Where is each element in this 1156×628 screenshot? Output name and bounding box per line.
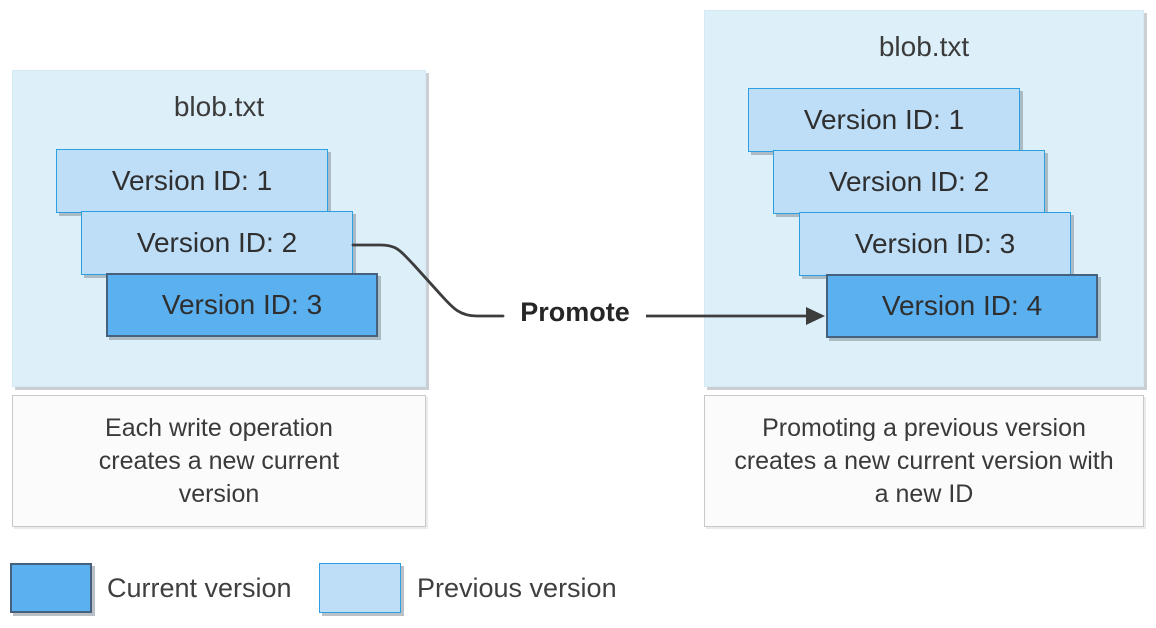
version-card-previous: Version ID: 1 bbox=[748, 88, 1020, 152]
version-card-previous: Version ID: 1 bbox=[56, 149, 328, 213]
blob-title: blob.txt bbox=[878, 31, 970, 62]
blob-panel-after-promote: blob.txt Version ID: 1 Version ID: 2 Ver… bbox=[704, 10, 1144, 387]
version-card-label: Version ID: 3 bbox=[854, 228, 1016, 259]
blob-title: blob.txt bbox=[173, 91, 265, 122]
version-card-previous: Version ID: 3 bbox=[799, 212, 1071, 276]
version-card-label: Version ID: 2 bbox=[136, 227, 298, 258]
version-card-previous: Version ID: 2 bbox=[81, 211, 353, 275]
version-card-label: Version ID: 3 bbox=[161, 289, 323, 320]
left-caption-box: Each write operation creates a new curre… bbox=[12, 395, 426, 527]
legend-swatch-previous-version bbox=[319, 563, 401, 613]
version-card-label: Version ID: 4 bbox=[881, 290, 1043, 321]
version-card-current: Version ID: 3 bbox=[106, 273, 378, 337]
version-card-label: Version ID: 1 bbox=[803, 104, 965, 135]
version-card-label: Version ID: 1 bbox=[111, 165, 273, 196]
right-caption-text: Promoting a previous version creates a n… bbox=[734, 413, 1114, 508]
legend-label-previous-version: Previous version bbox=[417, 573, 617, 603]
left-caption-text: Each write operation creates a new curre… bbox=[98, 413, 340, 508]
legend-swatch-current-version bbox=[10, 563, 92, 613]
promote-label: Promote bbox=[520, 297, 630, 327]
version-card-previous: Version ID: 2 bbox=[773, 150, 1045, 214]
version-card-label: Version ID: 2 bbox=[828, 166, 990, 197]
legend-label-current-version: Current version bbox=[107, 573, 292, 603]
version-card-current: Version ID: 4 bbox=[826, 274, 1098, 338]
blob-panel-before-promote: blob.txt Version ID: 1 Version ID: 2 Ver… bbox=[12, 70, 426, 387]
right-caption-box: Promoting a previous version creates a n… bbox=[704, 395, 1144, 527]
